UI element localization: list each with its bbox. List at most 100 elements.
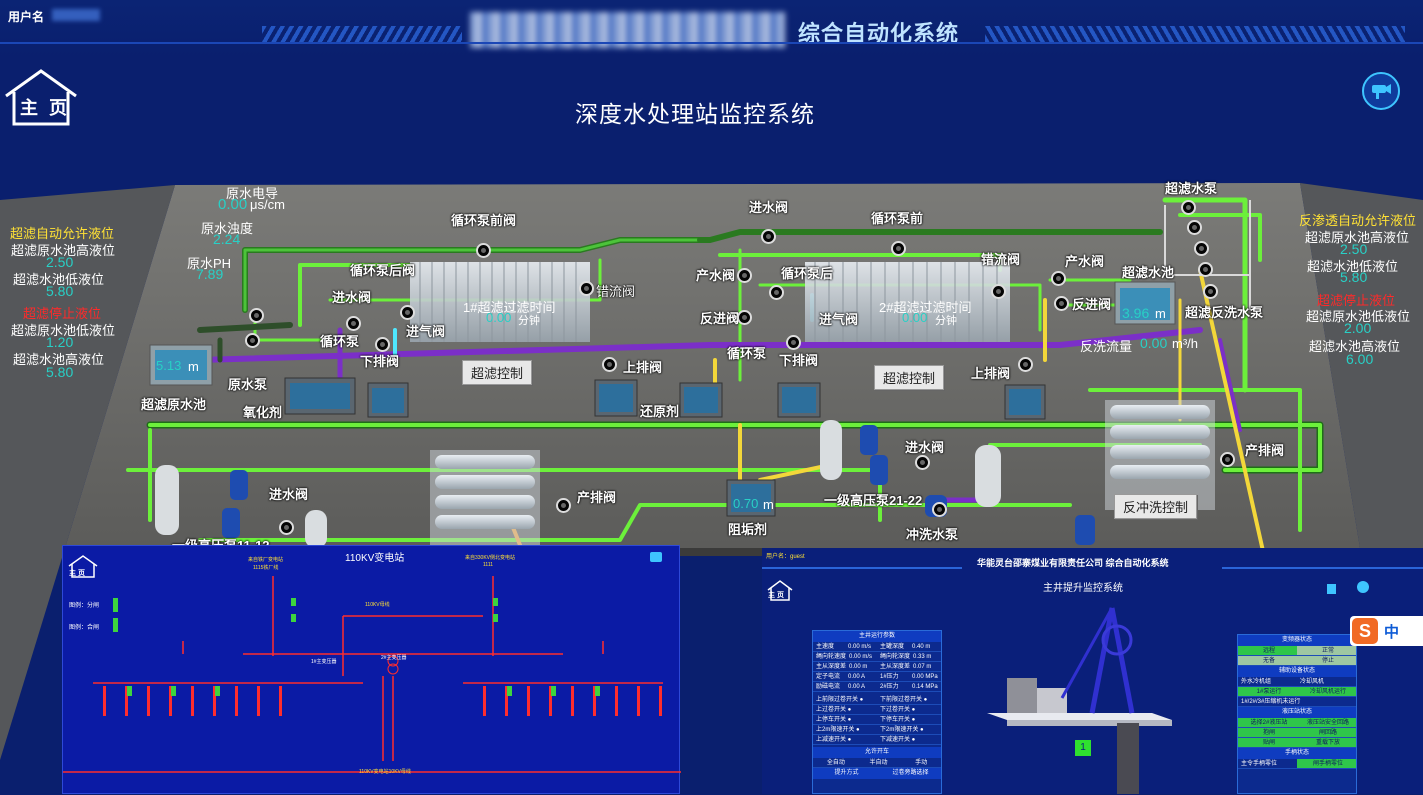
bypass-title: 过卷旁路选择	[877, 768, 941, 779]
substation-panel[interactable]: 主 页 110KV变电站 图例：分闸 图例：合闸 来自铁厂变电站 1115铁厂线…	[62, 545, 681, 794]
valve-label-circ-back-2: 循环泵后	[781, 266, 834, 281]
uf1-control-button[interactable]: 超滤控制	[462, 360, 533, 385]
valve-prod-drain-1[interactable]	[556, 498, 571, 513]
mode-button[interactable]: 手动	[915, 760, 928, 766]
reductant-label: 还原剂	[640, 404, 680, 419]
table-cell: 定子电流	[816, 674, 841, 680]
table-cell: 1#/2#/3#压缩机未运行	[1241, 699, 1301, 705]
camera-icon	[1372, 84, 1391, 99]
allow-title: 允许开车	[813, 747, 941, 758]
uf2-control-button[interactable]: 超滤控制	[874, 365, 945, 390]
valve-prod-water-1[interactable]	[737, 268, 752, 283]
camera-button[interactable]	[1362, 72, 1400, 110]
valve-down-drain-2[interactable]	[786, 335, 801, 350]
valve-label-prod-drain-1: 产排阀	[577, 490, 617, 505]
backwash-control-button[interactable]: 反冲洗控制	[1114, 494, 1198, 519]
table-cell: 上前限过卷开关 ●	[816, 697, 864, 703]
table-row: 远程正常	[1238, 646, 1356, 656]
valve-inlet-2[interactable]	[761, 229, 776, 244]
right-stop-low-label: 超滤原水池低液位	[1306, 309, 1411, 324]
uf-pool-level: 3.96	[1122, 305, 1150, 321]
uf1-time-value: 0.00	[486, 310, 512, 325]
table-cell: 上减速开关 ●	[816, 737, 852, 743]
table-cell: 贴闸	[1238, 738, 1297, 747]
valve-circ-back-2[interactable]	[769, 285, 784, 300]
table-row: 抱闸闸回路	[1238, 728, 1356, 738]
level-counter: 1	[1075, 740, 1091, 756]
mode-row: 全自动 半自动 手动	[813, 758, 941, 768]
substation-home[interactable]: 主 页	[69, 570, 85, 577]
valve-inlet-3[interactable]	[915, 455, 930, 470]
table-row: 上减速开关 ●下减速开关 ●	[813, 735, 941, 745]
valve-inlet-1[interactable]	[249, 308, 264, 323]
mine-hoist-panel[interactable]: 用户名：guest 华能灵台邵寨煤业有限责任公司 综合自动化系统 主 页 主井提…	[762, 548, 1423, 794]
valve-prod-water-2[interactable]	[1051, 271, 1066, 286]
table-row: 1#/2#/3#压缩机未运行	[1238, 697, 1356, 707]
valve-label-inlet-4: 进水阀	[269, 487, 309, 502]
valve-circ-back-1[interactable]	[400, 305, 415, 320]
valve-raw-pump[interactable]	[245, 333, 260, 348]
header-decoration-right	[985, 26, 1405, 42]
mine-title: 主井提升监控系统	[1043, 583, 1123, 594]
mode-button[interactable]: 全自动	[826, 760, 845, 766]
valve-label-circ-pump-2: 循环泵	[727, 346, 767, 361]
table-row: 贴闸重载下放	[1238, 738, 1356, 748]
valve-uf-pump-2[interactable]	[1187, 220, 1202, 235]
valve-up-drain-1[interactable]	[602, 357, 617, 372]
right-line: 1111	[483, 562, 494, 568]
valve-circ-front-1[interactable]	[476, 243, 491, 258]
valve-label-backwash-in-1: 反进阀	[700, 311, 740, 326]
table-row: 选择2#液压站液压站安全回路	[1238, 718, 1356, 728]
valve-label-inlet-2: 进水阀	[749, 200, 789, 215]
table-cell: 抱闸	[1238, 728, 1297, 737]
flush-pump-label: 冲洗水泵	[906, 527, 959, 542]
ime-language[interactable]: 中	[1384, 624, 1400, 641]
switch-rows: 上前限过卷开关 ●下前限过卷开关 ●上过卷开关 ●下过卷开关 ●上停车开关 ●下…	[813, 695, 941, 745]
table-cell: 2#压力	[880, 684, 899, 690]
valve-circ-pump-1[interactable]	[346, 316, 361, 331]
valve-uf-pump-5[interactable]	[1203, 284, 1218, 299]
valve-uf-pump-3[interactable]	[1194, 241, 1209, 256]
table-cell: 冷却风机运行	[1297, 687, 1356, 696]
valve-label-prod-drain-2: 产排阀	[1245, 443, 1285, 458]
valve-inlet-4[interactable]	[279, 520, 294, 535]
valve-up-drain-2[interactable]	[1018, 357, 1033, 372]
transformer-1: 1#主变压器	[311, 659, 337, 665]
mine-home[interactable]: 主 页	[768, 592, 784, 599]
conductivity-unit: μs/cm	[250, 197, 285, 212]
left-stop-low-label: 超滤原水池低液位	[11, 323, 116, 338]
valve-flush-pump[interactable]	[932, 502, 947, 517]
valve-prod-drain-2[interactable]	[1220, 452, 1235, 467]
valve-wrong-flow-1[interactable]	[579, 281, 594, 296]
mode-button[interactable]: 半自动	[869, 760, 888, 766]
valve-uf-pump-1[interactable]	[1181, 200, 1196, 215]
bottom-bus-label: 110KV变电站10KV母线	[359, 769, 411, 775]
valve-down-drain-1[interactable]	[375, 337, 390, 352]
table-cell: 0.00 m/s	[849, 654, 873, 660]
sogou-logo-icon: S	[1352, 618, 1378, 644]
valve-label-air-in-2: 进气阀	[819, 312, 859, 327]
table-cell: 绳向轮深度	[880, 654, 911, 660]
valve-circ-front-2[interactable]	[891, 241, 906, 256]
valve-label-prod-water-2: 产水阀	[1065, 254, 1105, 269]
table-cell: 下前限过卷开关 ●	[880, 697, 928, 703]
valve-label-circ-front-2: 循环泵前	[871, 211, 924, 226]
inhibitor-level: 0.70	[733, 496, 759, 511]
right-low-label: 超滤水池低液位	[1307, 259, 1399, 274]
oxidant-label: 氧化剂	[243, 405, 283, 420]
valve-backwash-in-1[interactable]	[737, 310, 752, 325]
valve-uf-pump-4[interactable]	[1198, 262, 1213, 277]
valve-backwash-in-2[interactable]	[1054, 296, 1069, 311]
table-cell: 0.33 m	[913, 654, 932, 660]
uf1-time-label: 1#超滤过滤时间	[463, 300, 556, 315]
lift-mode-title: 提升方式	[813, 768, 877, 779]
valve-label-inlet-1: 进水阀	[332, 290, 372, 305]
valve-wrong-flow-2[interactable]	[991, 284, 1006, 299]
table-cell: 闸手柄零位	[1297, 759, 1356, 768]
ime-toolbar[interactable]: S 中	[1350, 616, 1423, 646]
home-button[interactable]: 主 页	[2, 68, 80, 128]
table-cell: 0.00 A	[848, 684, 866, 690]
